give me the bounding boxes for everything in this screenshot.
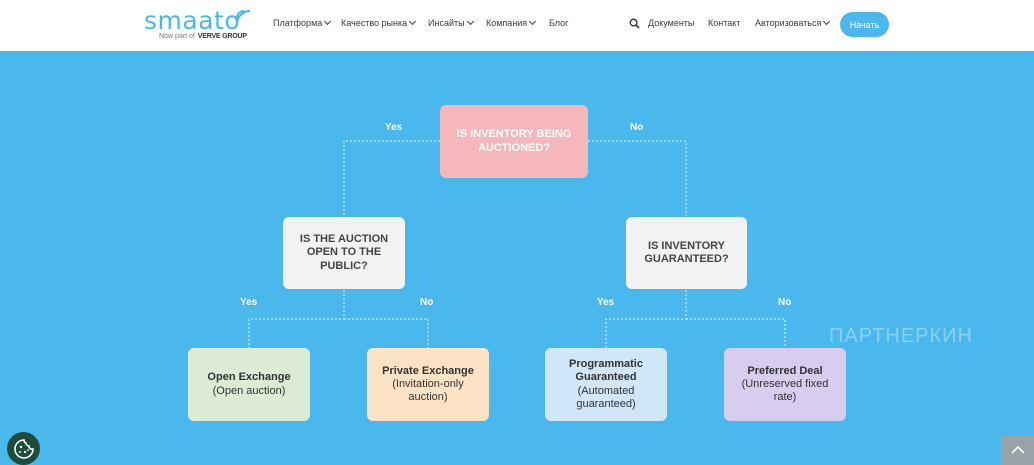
verve-brand: VERVE GROUP: [197, 33, 247, 40]
leaf-preferred-deal: Preferred Deal (Unreserved fixed rate): [724, 348, 846, 421]
edge-label-yes: Yes: [597, 297, 615, 308]
chevron-down-icon: [466, 17, 474, 26]
inventory-flowchart: IS INVENTORY BEING AUCTIONED? IS THE AUC…: [0, 51, 1034, 465]
chevron-down-icon: [409, 17, 417, 26]
edge-label-no: No: [778, 297, 792, 308]
flowchart-connectors: [248, 140, 786, 348]
question-open-auction-text: IS THE AUCTION OPEN TO THE PUBLIC?: [299, 233, 389, 272]
edge-label-no: No: [630, 122, 644, 133]
edge-label-no: No: [420, 297, 434, 308]
nav-blog-label: Блог: [549, 18, 569, 28]
nav-company-label: Компания: [486, 18, 528, 28]
signal-waves-icon: [236, 10, 251, 25]
search-icon[interactable]: [629, 18, 640, 29]
watermark: ПАРТНЕРКИН: [829, 325, 973, 347]
nav-contact[interactable]: Контакт: [708, 18, 740, 28]
edge-label-yes: Yes: [240, 297, 258, 308]
nav-company[interactable]: Компания: [486, 17, 537, 28]
nav-market-quality-label: Качество рынка: [341, 18, 408, 28]
nav-login[interactable]: Авторизоваться: [755, 17, 831, 28]
nav-login-label: Авторизоваться: [755, 18, 822, 28]
nav-platform[interactable]: Платформа: [273, 17, 332, 28]
nav-insights[interactable]: Инсайты: [428, 17, 474, 28]
nav-platform-label: Платформа: [273, 18, 323, 28]
cookie-settings-button[interactable]: [7, 432, 40, 465]
chevron-down-icon: [823, 17, 831, 26]
leaf-private-exchange: Private Exchange (Invitation-only auctio…: [367, 348, 489, 421]
leaf-subtitle: (Unreserved fixed rate): [741, 377, 829, 404]
scroll-to-top-button[interactable]: [1001, 435, 1034, 465]
leaf-subtitle: (Open auction): [212, 384, 286, 397]
cookie-icon: [13, 438, 34, 459]
nav-docs-label: Документы: [648, 18, 695, 28]
chevron-down-icon: [324, 17, 332, 26]
nav-contact-label: Контакт: [708, 18, 741, 28]
leaf-title: Open Exchange: [207, 371, 291, 384]
leaf-title: Programmatic Guaranteed: [569, 358, 643, 384]
question-guaranteed: IS INVENTORY GUARANTEED?: [626, 217, 747, 289]
leaf-programmatic-guaranteed: Programmatic Guaranteed (Automated guara…: [545, 348, 667, 421]
nav-insights-label: Инсайты: [428, 18, 465, 28]
leaf-subtitle: (Invitation-only auction): [392, 377, 464, 404]
nav-blog[interactable]: Блог: [549, 18, 568, 28]
start-button[interactable]: Начать: [840, 12, 889, 37]
leaf-subtitle: (Automated guaranteed): [576, 384, 636, 410]
logo-sub-text: Now part of: [159, 33, 195, 40]
chevron-down-icon: [529, 17, 537, 26]
leaf-title: Private Exchange: [382, 364, 474, 377]
question-auctioned-text: IS INVENTORY BEING AUCTIONED?: [456, 128, 572, 154]
nav-docs[interactable]: Документы: [648, 18, 694, 28]
nav-market-quality[interactable]: Качество рынка: [341, 17, 417, 28]
logo-wordmark: smaato: [144, 6, 241, 35]
leaf-open-exchange: Open Exchange (Open auction): [188, 348, 310, 421]
question-guaranteed-text: IS INVENTORY GUARANTEED?: [644, 239, 729, 265]
leaf-title: Preferred Deal: [747, 364, 823, 377]
question-open-auction: IS THE AUCTION OPEN TO THE PUBLIC?: [283, 217, 405, 289]
edge-label-yes: Yes: [385, 122, 403, 133]
question-auctioned: IS INVENTORY BEING AUCTIONED?: [440, 105, 588, 178]
chevron-up-icon: [1010, 445, 1025, 454]
